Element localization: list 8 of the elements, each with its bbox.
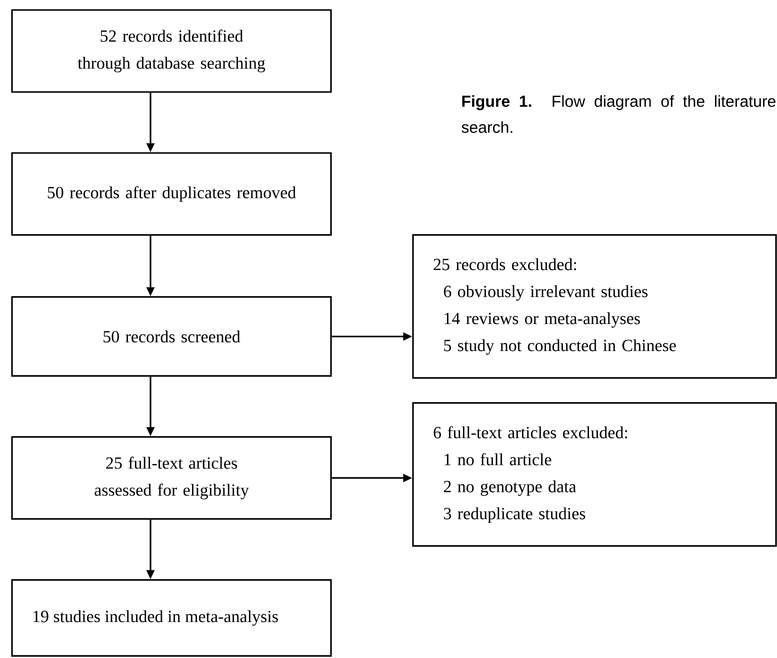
- process-box: 19 studies included in meta-analysis: [11, 579, 332, 657]
- figure-caption: Figure 1. Flow diagram of the literature search.: [462, 95, 776, 133]
- process-box: 50 records screened: [11, 296, 332, 377]
- process-box: 50 records after duplicates removed: [11, 152, 332, 236]
- exclusion-box: 25 records excluded: 6 obviously irrelevant studies 14 reviews or meta-analyses 5 study not conducted in Chinese: [412, 234, 777, 379]
- process-box: 52 records identified through database searching: [11, 9, 332, 93]
- process-box: 25 full-text articles assessed for eligibility: [11, 436, 332, 520]
- exclusion-box: 6 full-text articles excluded: 1 no full article 2 no genotype data 3 reduplicate studies: [412, 402, 777, 547]
